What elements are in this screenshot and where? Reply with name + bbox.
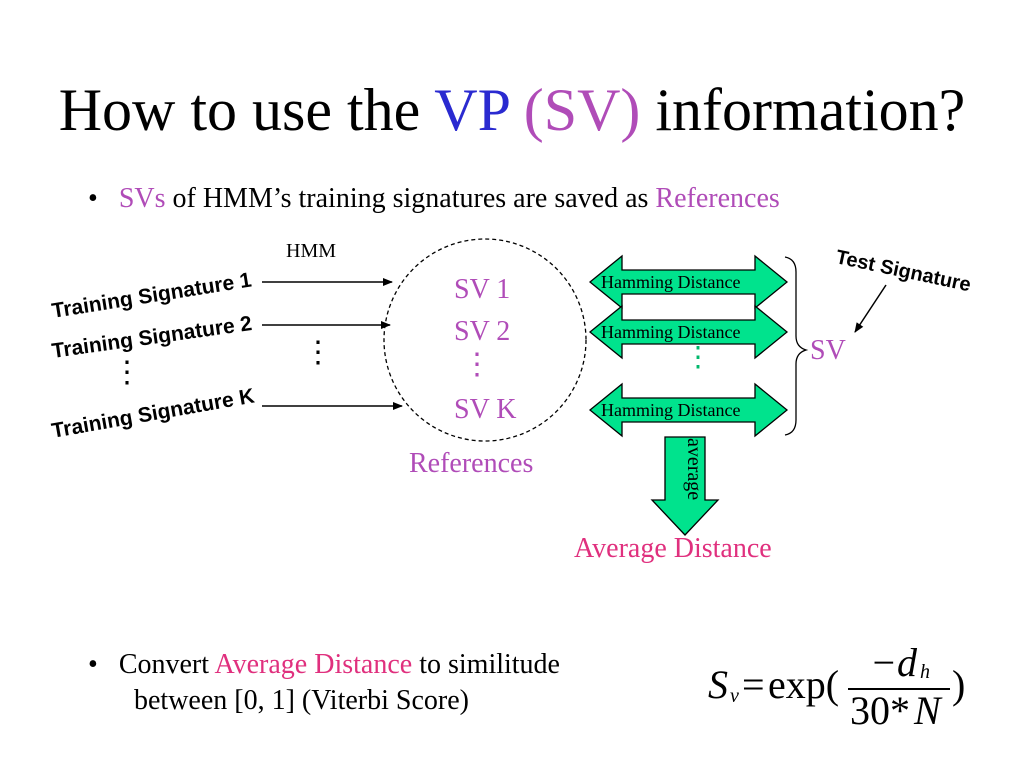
formula-eq: = (742, 662, 765, 707)
bullet1-svs: SVs (118, 183, 166, 214)
formula-denominator: 30* (850, 688, 910, 733)
bullet-marker: • (88, 649, 98, 680)
bullet2-rest: to similitude (412, 649, 560, 680)
bullet1-middle: of HMM’s training signatures are saved a… (165, 183, 656, 214)
average-label: average (683, 438, 705, 501)
average-down-arrow (650, 436, 720, 536)
references-circle (383, 238, 587, 442)
formula-fraction-bar (848, 688, 950, 690)
formula-close: ) (952, 662, 966, 707)
sv-brace-label: SV (810, 335, 846, 366)
page-title: How to use the VP (SV) information? (0, 74, 1024, 146)
bullet1-references: References (655, 183, 780, 214)
test-signature-arrow (854, 284, 887, 333)
hmm-label: HMM (286, 240, 337, 262)
title-vp: VP (434, 77, 509, 143)
references-label: References (409, 448, 534, 479)
hamming-vdots: ⋮ (684, 342, 712, 373)
sv-brace (784, 256, 809, 436)
formula-v: v (730, 685, 739, 707)
arrow-vdots: ⋮ (303, 336, 333, 369)
sv-1-label: SV 1 (454, 274, 511, 305)
formula-h: h (920, 661, 930, 683)
bullet-1: • SVs of HMM’s training signatures are s… (88, 182, 780, 216)
bullet-marker: • (88, 183, 98, 214)
training-vdots: ⋮ (112, 356, 142, 389)
bullet2-convert: Convert (118, 649, 215, 680)
hamming-label-k: Hamming Distance (601, 400, 741, 420)
hamming-arrow-1 (588, 254, 789, 310)
title-suffix: information? (655, 77, 966, 143)
formula-exp: exp( (768, 662, 840, 707)
hamming-arrow-k (588, 382, 789, 438)
bullet2-average-distance: Average Distance (214, 649, 413, 680)
hamming-label-2: Hamming Distance (601, 322, 741, 342)
sv-2-label: SV 2 (454, 316, 511, 347)
hamming-arrow-2 (588, 304, 789, 360)
formula-s: S (708, 662, 728, 707)
bullet-2-line-2: between [0, 1] (Viterbi Score) (134, 685, 469, 716)
bullet-2: • Convert Average Distance to similitude (88, 648, 560, 682)
title-sv: (SV) (523, 77, 641, 143)
formula-n: N (914, 688, 941, 733)
hamming-label-1: Hamming Distance (601, 272, 741, 292)
sv-vdots: ⋮ (462, 348, 492, 381)
average-distance-label: Average Distance (574, 533, 772, 564)
viterbi-formula: S v = exp( −d h 30* N ) (708, 640, 968, 733)
sv-k-label: SV K (454, 394, 517, 425)
formula-numerator: −d (870, 640, 917, 685)
title-prefix: How to use the (58, 77, 435, 143)
